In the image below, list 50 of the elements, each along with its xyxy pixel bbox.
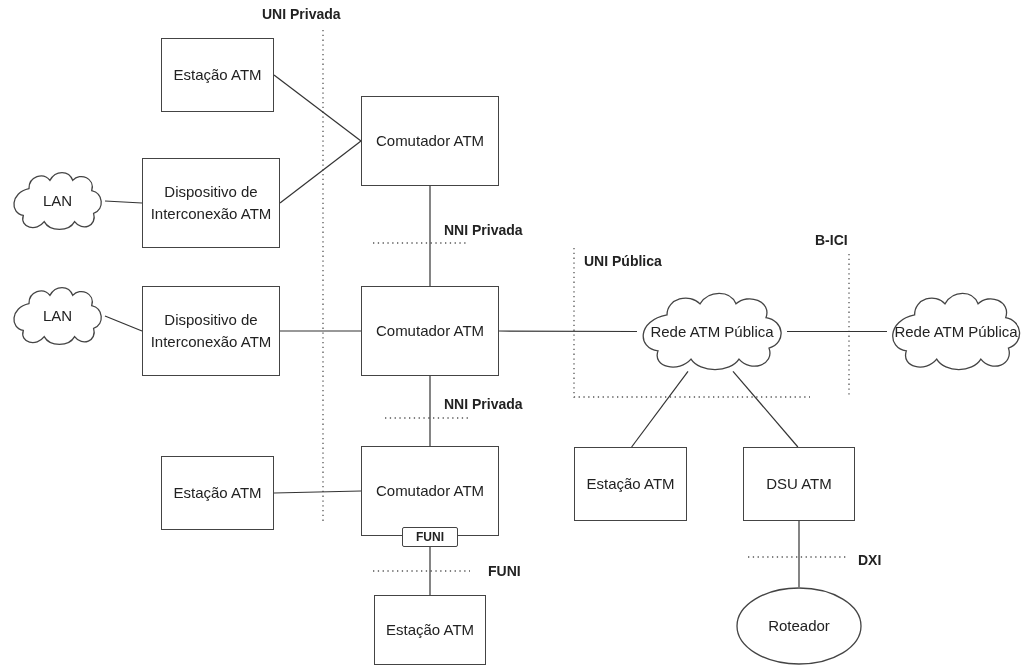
connection-line: [273, 74, 362, 142]
interface-label: B-ICI: [815, 231, 848, 250]
node-label: Estação ATM: [585, 474, 676, 495]
connection-line: [429, 375, 431, 447]
node-label: FUNI: [416, 531, 444, 543]
connection-line: [429, 185, 431, 287]
node-label: Comutador ATM: [374, 481, 486, 502]
connection-line: [786, 330, 888, 333]
device-box: [743, 447, 855, 521]
device-box: [142, 286, 280, 376]
node-label: Dispositivo de Interconexão ATM: [149, 310, 273, 352]
connection-line: [279, 330, 362, 332]
device-box: [161, 456, 274, 530]
connection-line: [498, 330, 638, 333]
connection-line: [631, 370, 689, 448]
interface-label: DXI: [858, 551, 882, 570]
interface-label: NNI Privada: [444, 395, 523, 414]
device-box: [361, 96, 499, 186]
device-box: [361, 286, 499, 376]
interface-label: FUNI: [488, 562, 521, 581]
node-label: Comutador ATM: [374, 131, 486, 152]
device-box: [574, 447, 687, 521]
node-label: Estação ATM: [172, 483, 263, 504]
node-label: Estação ATM: [384, 620, 476, 641]
node-label: Rede ATM Pública: [893, 321, 1019, 342]
node-label: Estação ATM: [172, 65, 263, 86]
device-box: [374, 595, 486, 665]
node-label: Dispositivo de Interconexão ATM: [149, 182, 273, 224]
connection-line: [273, 490, 362, 494]
connection-line: [104, 315, 143, 332]
interface-label: UNI Pública: [584, 252, 662, 271]
node-label: Comutador ATM: [374, 321, 486, 342]
interface-tag: [402, 527, 458, 547]
connection-line: [279, 140, 362, 204]
node-label: Roteador: [767, 616, 831, 637]
connection-line: [104, 200, 143, 204]
device-box: [142, 158, 280, 248]
device-box: [161, 38, 274, 112]
node-label: LAN: [41, 191, 74, 212]
node-label: Rede ATM Pública: [649, 321, 775, 342]
interface-label: NNI Privada: [444, 221, 523, 240]
node-label: LAN: [41, 306, 74, 327]
connection-line: [732, 370, 799, 448]
network-cloud: [10, 170, 105, 232]
network-cloud: [10, 285, 105, 347]
router-ellipse: [736, 587, 862, 665]
connection-line: [798, 520, 800, 588]
interface-label: UNI Privada: [262, 5, 341, 24]
node-label: DSU ATM: [765, 474, 833, 495]
connection-line: [429, 546, 431, 596]
